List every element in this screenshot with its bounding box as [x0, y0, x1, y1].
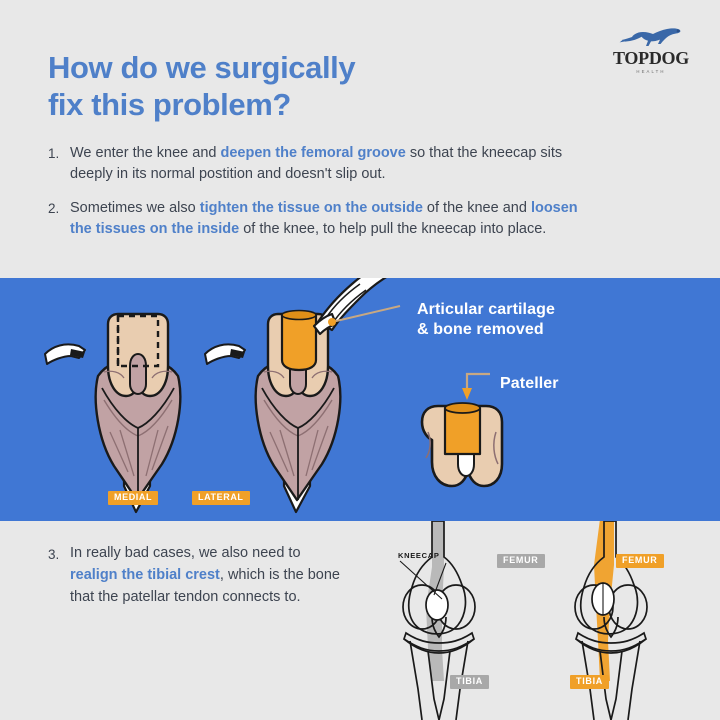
- leaping-dog-icon: [619, 28, 681, 46]
- surgery-illustration-panel: Articular cartilage & bone removed Patel…: [0, 278, 720, 521]
- plain-text: of the knee and: [422, 200, 531, 217]
- bottom-section: 3. In really bad cases, we also need to …: [0, 521, 720, 720]
- plain-text: of the knee, to help pull the kneecap in…: [239, 221, 547, 238]
- highlighted-phrase: deepen the femoral groove: [220, 145, 406, 161]
- surgical-burr-tool: [312, 278, 387, 336]
- highlighted-phrase: loosen the tissues on the inside: [70, 200, 578, 238]
- header-section: TOPDOG HEALTH How do we surgically fix t…: [0, 0, 720, 278]
- step-number: 2.: [48, 201, 60, 217]
- leg-realigned-figure: [574, 521, 648, 720]
- callout-line-2: & bone removed: [417, 321, 544, 338]
- callout-line-1: Articular cartilage: [417, 301, 555, 318]
- topdog-health-logo: TOPDOG HEALTH: [608, 26, 694, 82]
- steps-list: 1. We enter the knee and deepen the femo…: [48, 143, 593, 253]
- label-tibia-realigned: TIBIA: [570, 675, 609, 689]
- callout-articular-cartilage: Articular cartilage & bone removed: [417, 300, 555, 340]
- retractor-left-2: [204, 343, 246, 365]
- step-text: Sometimes we also tighten the tissue on …: [70, 198, 593, 240]
- page-title-line-1: How do we surgically: [48, 50, 356, 85]
- label-femur-misaligned: FEMUR: [497, 554, 545, 568]
- plain-text: , which is the bone that the patellar te…: [70, 566, 340, 605]
- badge-medial: MEDIAL: [108, 491, 159, 505]
- plain-text: In really bad cases, we also need to: [70, 545, 301, 561]
- label-kneecap: KNEECAP: [398, 551, 440, 560]
- callout-pateller: Pateller: [500, 374, 559, 394]
- tibial-crest-illustration: [399, 521, 648, 720]
- list-item: 2. Sometimes we also tighten the tissue …: [48, 198, 593, 240]
- page-title-line-2: fix this problem?: [48, 86, 291, 122]
- step-text: In really bad cases, we also need to rea…: [70, 543, 348, 608]
- logo-subtitle: HEALTH: [636, 69, 666, 74]
- step-number: 3.: [48, 547, 60, 562]
- surgery-illustration: [44, 278, 504, 514]
- leg-misaligned-figure: [399, 521, 476, 720]
- page-title: How do we surgically fix this problem?: [48, 50, 518, 123]
- list-item: 3. In really bad cases, we also need to …: [48, 543, 348, 608]
- plain-text: Sometimes we also: [70, 200, 200, 217]
- knee-before-figure: [94, 312, 182, 514]
- highlighted-phrase: realign the tibial crest: [70, 566, 220, 583]
- highlighted-phrase: tighten the tissue on the outside: [199, 200, 423, 217]
- trochlea-wedge-figure: [420, 402, 504, 488]
- knee-after-figure: [254, 309, 342, 514]
- plain-text: We enter the knee and: [70, 145, 221, 161]
- list-item: 1. We enter the knee and deepen the femo…: [48, 143, 593, 185]
- step-number: 1.: [48, 146, 60, 161]
- retractor-left-1: [44, 343, 86, 365]
- label-femur-realigned: FEMUR: [616, 554, 664, 568]
- plain-text: so that the kneecap sits deeply in its n…: [70, 145, 563, 183]
- step-text: We enter the knee and deepen the femoral…: [70, 143, 593, 185]
- logo-wordmark: TOPDOG: [613, 48, 689, 68]
- label-tibia-misaligned: TIBIA: [450, 675, 489, 689]
- badge-lateral: LATERAL: [192, 491, 250, 505]
- callout-line-1: Pateller: [500, 375, 559, 392]
